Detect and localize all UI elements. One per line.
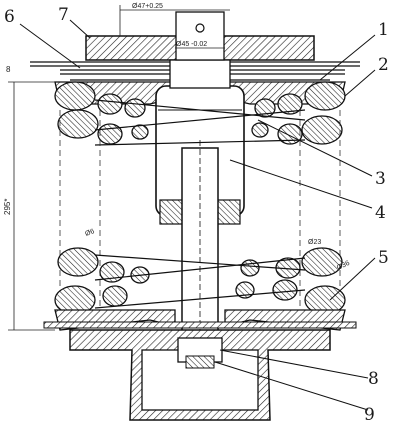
callout-3: 3: [375, 169, 386, 189]
callout-2: 2: [378, 55, 389, 75]
centerline-guides: [59, 110, 341, 320]
upper-coil-springs: [54, 81, 346, 145]
callout-4: 4: [375, 203, 386, 223]
callout-5: 5: [378, 248, 389, 268]
lower-spring-seat: [43, 309, 357, 331]
lower-coil-springs: [54, 247, 346, 315]
dim-plate-bore: Ø45 -0.02: [176, 41, 207, 48]
callout-7: 7: [58, 5, 69, 25]
base-housing: [69, 329, 331, 421]
dim-top-bore: Ø47+0.25: [132, 3, 163, 10]
callout-1: 1: [378, 20, 389, 40]
dim-stack-height: 295*: [3, 199, 12, 215]
dimension-lines: [8, 5, 230, 331]
callout-8: 8: [368, 369, 379, 389]
leader-lines: [19, 19, 376, 411]
upper-spring-wires: [94, 99, 306, 146]
lower-spring-wires: [94, 254, 306, 309]
dim-wire-mid: Ø23: [308, 239, 321, 246]
callout-6: 6: [4, 7, 15, 27]
central-rod: [181, 140, 219, 360]
callout-9: 9: [364, 405, 375, 425]
dim-coil-outer: Ø36: [336, 260, 351, 272]
dim-plate-thickness: 8: [6, 65, 11, 74]
dim-wire-small: Ø6: [84, 228, 95, 238]
